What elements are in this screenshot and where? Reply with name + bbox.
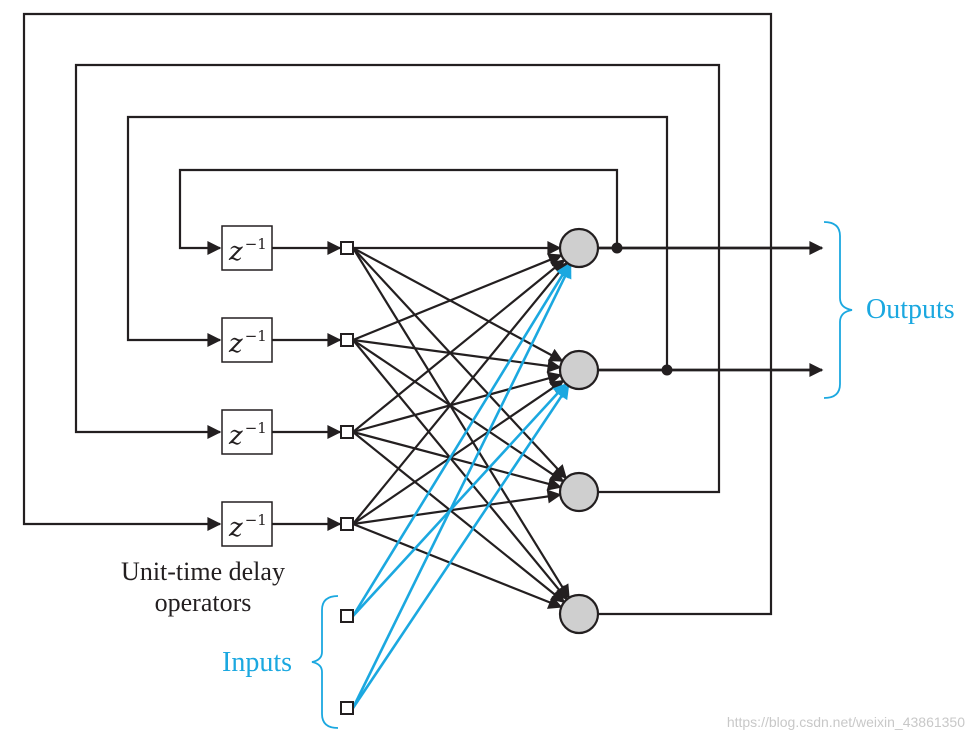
- outputs-label: Outputs: [866, 294, 955, 325]
- feedback-loop-2: [126, 115, 669, 370]
- weight-2-1: [352, 253, 563, 342]
- feedback-loop-1: [178, 168, 619, 255]
- delay-output-node-1: [340, 241, 354, 255]
- neuron-1: [558, 227, 600, 269]
- svg-text:z−1: z−1: [228, 327, 267, 359]
- weight-3-2: [352, 371, 563, 434]
- delay-base: z: [228, 421, 243, 451]
- watermark: https://blog.csdn.net/weixin_43861350: [727, 714, 965, 730]
- weight-4-4: [352, 522, 563, 609]
- weight-4-2: [352, 379, 565, 525]
- junction-dot-1: [611, 242, 623, 254]
- delay-caption-line-2: operators: [155, 588, 252, 617]
- delay-output-node-4: [340, 517, 354, 531]
- junction-dot-2: [661, 364, 673, 376]
- recurrent-weights: [352, 241, 570, 609]
- input-weight-2-2: [351, 384, 570, 709]
- weight-1-4: [352, 247, 570, 599]
- inputs-brace: [311, 595, 339, 729]
- delay-exponent: −1: [245, 511, 267, 529]
- input-node-2: [340, 701, 354, 715]
- delay-operator-1: z−1: [221, 225, 273, 271]
- input-weight-2-1: [351, 263, 572, 709]
- weight-2-2: [352, 338, 562, 373]
- delay-output-node-2: [340, 333, 354, 347]
- output-lines: [598, 241, 824, 377]
- delay-operator-3: z−1: [221, 409, 273, 455]
- input-node-1: [340, 609, 354, 623]
- delay-operators: z−1 z−1 z−1 z−1: [221, 225, 273, 547]
- weight-1-3: [352, 247, 568, 480]
- weight-2-4: [352, 339, 568, 601]
- weight-3-1: [352, 259, 566, 433]
- weight-2-3: [352, 339, 565, 483]
- input-weight-1-1: [351, 263, 571, 617]
- delay-to-node-wires: [272, 241, 342, 531]
- input-weight-1-2: [352, 382, 568, 617]
- delay-caption-line-1: Unit-time delay: [121, 557, 285, 586]
- neuron-2: [558, 349, 600, 391]
- svg-text:z−1: z−1: [228, 511, 267, 543]
- weight-1-2: [352, 247, 564, 362]
- weight-3-4: [352, 431, 566, 603]
- neurons: [558, 227, 600, 635]
- source-nodes: [340, 241, 354, 715]
- neuron-4: [558, 593, 600, 635]
- svg-text:z−1: z−1: [228, 235, 267, 267]
- delay-base: z: [228, 237, 243, 267]
- outputs-brace: [823, 221, 853, 399]
- delay-base: z: [228, 329, 243, 359]
- delay-operator-2: z−1: [221, 317, 273, 363]
- delay-exponent: −1: [245, 327, 267, 345]
- weight-3-3: [352, 430, 562, 491]
- weight-4-1: [352, 261, 568, 525]
- delay-output-node-3: [340, 425, 354, 439]
- input-weights: [351, 263, 572, 709]
- feedback-loop-4: [22, 12, 773, 616]
- feedback-loops: [22, 12, 773, 616]
- feedback-loop-3: [74, 63, 721, 494]
- inputs-label: Inputs: [222, 647, 292, 678]
- delay-base: z: [228, 513, 243, 543]
- neuron-3: [558, 471, 600, 513]
- weight-4-3: [352, 489, 562, 526]
- delay-exponent: −1: [245, 235, 267, 253]
- svg-text:z−1: z−1: [228, 419, 267, 451]
- delay-exponent: −1: [245, 419, 267, 437]
- delay-operator-4: z−1: [221, 501, 273, 547]
